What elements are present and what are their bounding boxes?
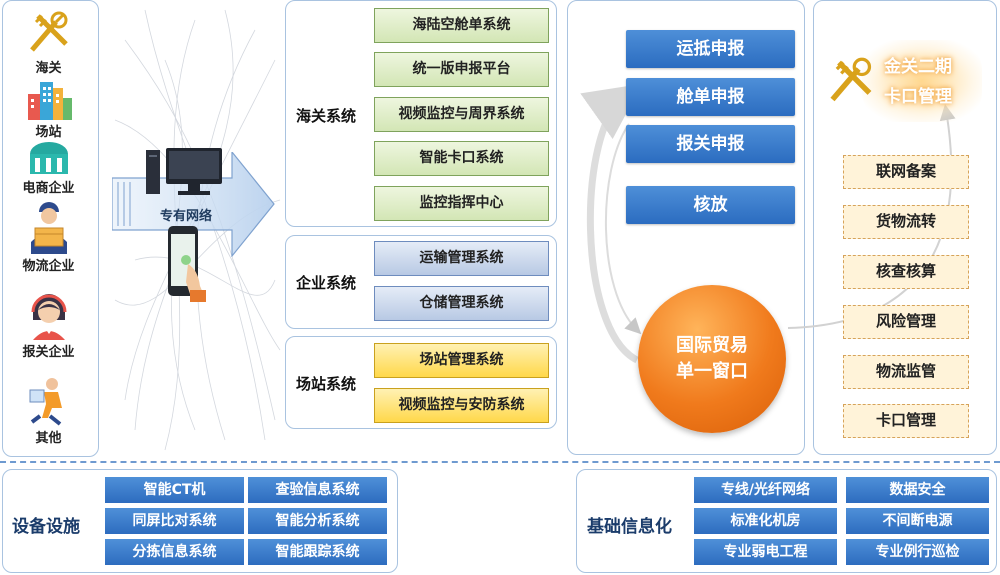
mobile-phone-icon: [168, 226, 206, 302]
kakou-title-line1: 金关二期: [884, 57, 952, 77]
declaration-item: 报关申报: [626, 125, 795, 163]
party-other: 其他: [0, 376, 97, 446]
system-item: 智能卡口系统: [374, 141, 549, 176]
single-window-node: 国际贸易 单一窗口: [638, 285, 786, 433]
kakou-title-glow: [862, 40, 982, 122]
storefront-icon: [29, 142, 68, 174]
infrastructure-item: 专业例行巡检: [846, 539, 989, 565]
system-item: 视频监控与安防系统: [374, 388, 549, 423]
infrastructure-item: 不间断电源: [846, 508, 989, 534]
equipment-item: 同屏比对系统: [105, 508, 244, 534]
kakou-item: 物流监管: [843, 355, 969, 389]
system-item: 监控指挥中心: [374, 186, 549, 221]
customs-emblem-icon: [830, 57, 872, 102]
infrastructure-item: 标准化机房: [694, 508, 837, 534]
system-item: 场站管理系统: [374, 343, 549, 378]
infrastructure-item: 专线/光纤网络: [694, 477, 837, 503]
customs-systems-title: 海关系统: [296, 107, 357, 125]
party-label: 场站: [35, 125, 62, 140]
single-window-line1: 国际贸易: [676, 335, 748, 356]
kakou-item: 核查核算: [843, 255, 969, 289]
equipment-title: 设备设施: [12, 517, 80, 537]
infrastructure-item: 专业弱电工程: [694, 539, 837, 565]
party-label: 物流企业: [22, 259, 75, 274]
courier-icon: [30, 202, 67, 254]
declaration-item: 核放: [626, 186, 795, 224]
station-systems-title: 场站系统: [296, 375, 357, 393]
network-label: 专有网络: [160, 209, 213, 224]
desktop-computer-icon: [146, 148, 222, 195]
runner-icon: [29, 378, 62, 426]
equipment-item: 智能跟踪系统: [248, 539, 387, 565]
equipment-item: 智能CT机: [105, 477, 244, 503]
party-label: 电商企业: [22, 181, 75, 196]
system-item: 海陆空舱单系统: [374, 8, 549, 43]
kakou-item: 货物流转: [843, 205, 969, 239]
party-broker: 报关企业: [0, 288, 97, 360]
party-station: 场站: [0, 78, 97, 140]
equipment-item: 智能分析系统: [248, 508, 387, 534]
kakou-item: 联网备案: [843, 155, 969, 189]
kakou-title: 金关二期 卡口管理: [884, 52, 952, 112]
party-label: 海关: [35, 61, 62, 76]
system-item: 仓储管理系统: [374, 286, 549, 321]
system-item: 统一版申报平台: [374, 52, 549, 87]
kakou-title-line2: 卡口管理: [884, 87, 952, 107]
equipment-item: 查验信息系统: [248, 477, 387, 503]
enterprise-systems-title: 企业系统: [296, 274, 357, 292]
system-item: 视频监控与周界系统: [374, 97, 549, 132]
flow-arrows: [580, 83, 643, 364]
declaration-item: 运抵申报: [626, 30, 795, 68]
infrastructure-title: 基础信息化: [587, 517, 672, 537]
customs-emblem-icon: [29, 11, 68, 52]
single-window-line2: 单一窗口: [676, 361, 748, 382]
section-divider: [0, 461, 1000, 463]
party-ecommerce: 电商企业: [0, 142, 97, 196]
kakou-item: 风险管理: [843, 305, 969, 339]
party-customs: 海关: [0, 10, 97, 76]
buildings-icon: [27, 82, 72, 120]
party-label: 报关企业: [22, 345, 75, 360]
declaration-item: 舱单申报: [626, 78, 795, 116]
kakou-item: 卡口管理: [843, 404, 969, 438]
headset-agent-icon: [31, 294, 66, 340]
infrastructure-item: 数据安全: [846, 477, 989, 503]
party-label: 其他: [35, 431, 62, 446]
equipment-item: 分拣信息系统: [105, 539, 244, 565]
system-item: 运输管理系统: [374, 241, 549, 276]
party-logistics: 物流企业: [0, 198, 97, 274]
